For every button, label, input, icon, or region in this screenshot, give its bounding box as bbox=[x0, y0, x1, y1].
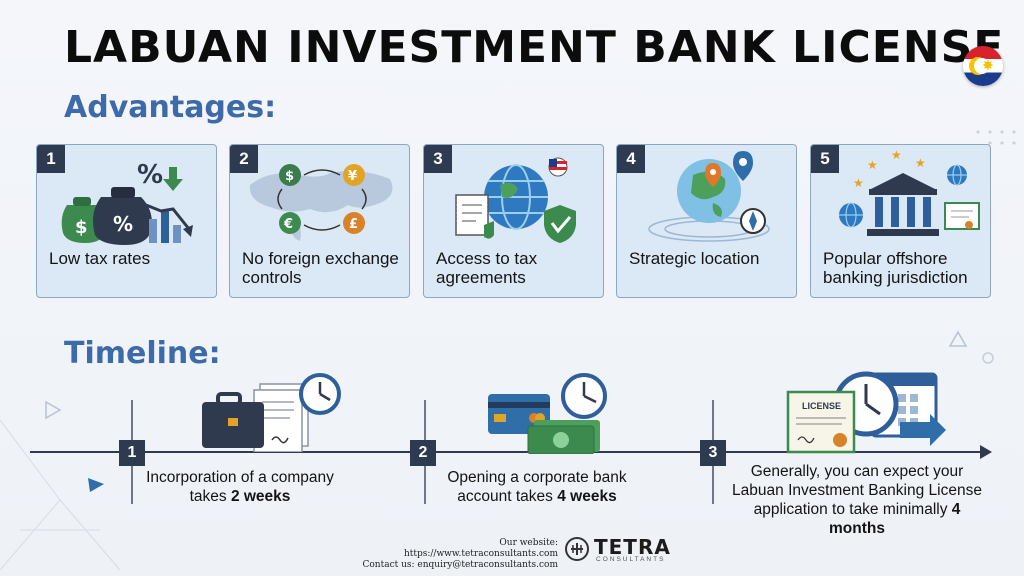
footer-email[interactable]: Contact us: enquiry@tetraconsultants.com bbox=[362, 560, 559, 570]
timeline-duration: 4 months bbox=[829, 501, 961, 537]
timeline-axis bbox=[30, 451, 988, 453]
timeline-duration: 2 weeks bbox=[230, 488, 291, 505]
advantage-card-strategic-location: 4 Strategic location bbox=[616, 144, 797, 298]
currency-exchange-map-icon: $ ¥ € £ bbox=[249, 164, 393, 241]
malaysia-flag-icon: ✸ bbox=[963, 46, 1003, 86]
timeline-step-text: Opening a corporate bank account takes 4… bbox=[447, 469, 627, 505]
advantage-number: 5 bbox=[811, 145, 839, 173]
advantage-label: Popular offshore banking jurisdiction bbox=[823, 249, 968, 287]
timeline-step-text: Generally, you can expect your Labuan In… bbox=[732, 463, 982, 537]
svg-text:★: ★ bbox=[891, 148, 902, 162]
decorative-shapes bbox=[948, 330, 994, 364]
logo-wordmark: TETRA bbox=[594, 535, 671, 559]
advantage-label: No foreign exchange controls bbox=[242, 249, 399, 287]
svg-text:€: € bbox=[283, 217, 293, 232]
bank-building-icon: ★★ ★★ bbox=[839, 148, 980, 236]
timeline-arrow-icon bbox=[980, 445, 992, 459]
advantage-label: Access to tax agreements bbox=[436, 249, 538, 287]
svg-text:¥: ¥ bbox=[348, 169, 357, 184]
svg-text:$: $ bbox=[75, 217, 88, 238]
advantage-label: Strategic location bbox=[629, 249, 760, 268]
license-calendar-clock-icon: LICENSE bbox=[786, 371, 946, 454]
decorative-dots bbox=[976, 130, 1016, 145]
license-card-label: LICENSE bbox=[802, 401, 841, 411]
advantage-card-offshore-banking: ★★ ★★ 5 Popular offshore banking jurisdi… bbox=[810, 144, 991, 298]
money-bags-tax-icon: $ % % bbox=[61, 160, 193, 245]
tetra-logo-icon bbox=[565, 537, 589, 561]
timeline-step-number: 1 bbox=[119, 440, 145, 466]
page-title: LABUAN INVESTMENT BANK LICENSE bbox=[64, 22, 1005, 73]
svg-text:★: ★ bbox=[915, 156, 926, 170]
advantage-card-low-tax: $ % % 1 Low tax rates bbox=[36, 144, 217, 298]
svg-text:★: ★ bbox=[867, 158, 878, 172]
briefcase-documents-clock-icon bbox=[202, 373, 341, 452]
footer-website[interactable]: Our website: https://www.tetraconsultant… bbox=[403, 538, 558, 559]
advantage-number: 3 bbox=[424, 145, 452, 173]
globe-agreements-icon bbox=[455, 157, 576, 243]
globe-location-pin-icon bbox=[648, 151, 770, 242]
timeline-step-number: 3 bbox=[700, 440, 726, 466]
advantage-card-no-fx-controls: $ ¥ € £ 2 No foreign exchange controls bbox=[229, 144, 410, 298]
logo-subtitle: CONSULTANTS bbox=[596, 556, 666, 563]
svg-text:%: % bbox=[137, 160, 163, 190]
timeline-step-number: 2 bbox=[410, 440, 436, 466]
footer-contact: Our website: https://www.tetraconsultant… bbox=[360, 538, 559, 571]
advantages-heading: Advantages: bbox=[64, 90, 277, 125]
credit-card-cash-clock-icon bbox=[488, 373, 607, 454]
timeline-step-text: Incorporation of a company takes 2 weeks bbox=[146, 469, 334, 505]
advantage-number: 1 bbox=[37, 145, 65, 173]
svg-text:★: ★ bbox=[853, 176, 864, 190]
advantage-number: 2 bbox=[230, 145, 258, 173]
svg-text:$: $ bbox=[285, 169, 294, 184]
svg-text:%: % bbox=[113, 212, 133, 236]
decorative-network-lines bbox=[0, 400, 121, 571]
advantage-label: Low tax rates bbox=[49, 249, 151, 268]
svg-text:£: £ bbox=[349, 217, 358, 232]
advantage-number: 4 bbox=[617, 145, 645, 173]
advantage-card-tax-agreements: 3 Access to tax agreements bbox=[423, 144, 604, 298]
timeline-duration: 4 weeks bbox=[557, 488, 617, 505]
timeline-heading: Timeline: bbox=[64, 336, 221, 371]
